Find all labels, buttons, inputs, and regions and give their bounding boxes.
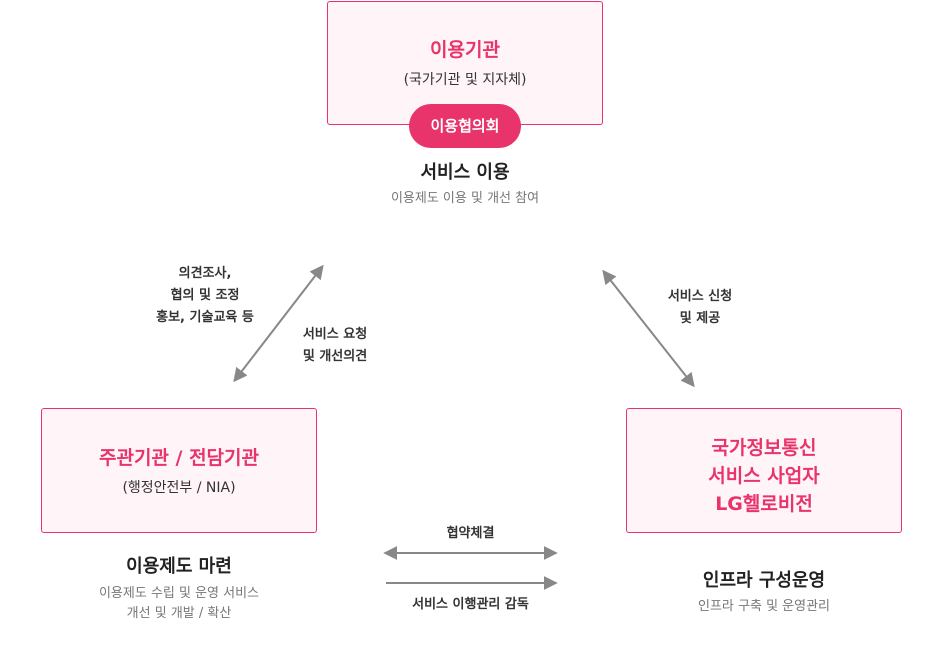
edge-label-line: 협의 및 조정: [170, 288, 240, 303]
edge-label-line: 의견조사,: [178, 266, 232, 281]
right-node-title-line: 서비스 사업자: [708, 465, 820, 487]
left-node-title: 주관기관 / 전담기관: [98, 447, 259, 469]
left-node-role-desc-line: 개선 및 개발 / 확산: [126, 606, 232, 621]
edge-label-line: 홍보, 기술교육 등: [156, 310, 254, 325]
right-node-box: 국가정보통신 서비스 사업자 LG헬로비전: [626, 408, 902, 533]
arrow-left-diagonal: [233, 264, 324, 383]
edge-label-line: 서비스 신청: [667, 289, 733, 304]
left-node-box: 주관기관 / 전담기관 (행정안전부 / NIA): [41, 408, 317, 533]
edge-label-bottom-bottom: 서비스 이행관리 감독: [412, 597, 529, 612]
top-node-role: 서비스 이용: [420, 162, 510, 183]
top-node-subtitle: (국가기관 및 지자체): [403, 72, 527, 88]
left-node-role: 이용제도 마련: [126, 556, 232, 577]
edge-label-left-inner: 서비스 요청 및 개선의견: [280, 324, 390, 368]
left-node-role-desc: 이용제도 수립 및 운영 서비스 개선 및 개발 / 확산: [41, 584, 317, 624]
right-node-role: 인프라 구성운영: [702, 570, 826, 591]
right-node-title-line: LG헬로비전: [715, 493, 813, 515]
edge-label-line: 서비스 요청: [302, 327, 368, 342]
top-node-role-desc: 이용제도 이용 및 개선 참여: [390, 191, 540, 206]
edge-label-left-outer: 의견조사, 협의 및 조정 홍보, 기술교육 등: [130, 263, 280, 329]
arrow-right-diagonal: [602, 269, 695, 388]
edge-label-line: 및 개선의견: [302, 349, 368, 364]
left-node-role-desc-line: 이용제도 수립 및 운영 서비스: [98, 586, 260, 601]
right-node-title-line: 국가정보통신: [711, 437, 817, 459]
left-node-subtitle: (행정안전부 / NIA): [122, 480, 236, 496]
edge-label-right: 서비스 신청 및 제공: [645, 286, 755, 330]
top-node-badge: 이용협의회: [409, 104, 521, 148]
right-node-role-desc: 인프라 구축 및 운영관리: [698, 599, 830, 614]
edge-label-line: 및 제공: [679, 311, 721, 326]
edge-label-bottom-top: 협약체결: [446, 526, 495, 541]
top-node-title: 이용기관: [430, 39, 500, 61]
